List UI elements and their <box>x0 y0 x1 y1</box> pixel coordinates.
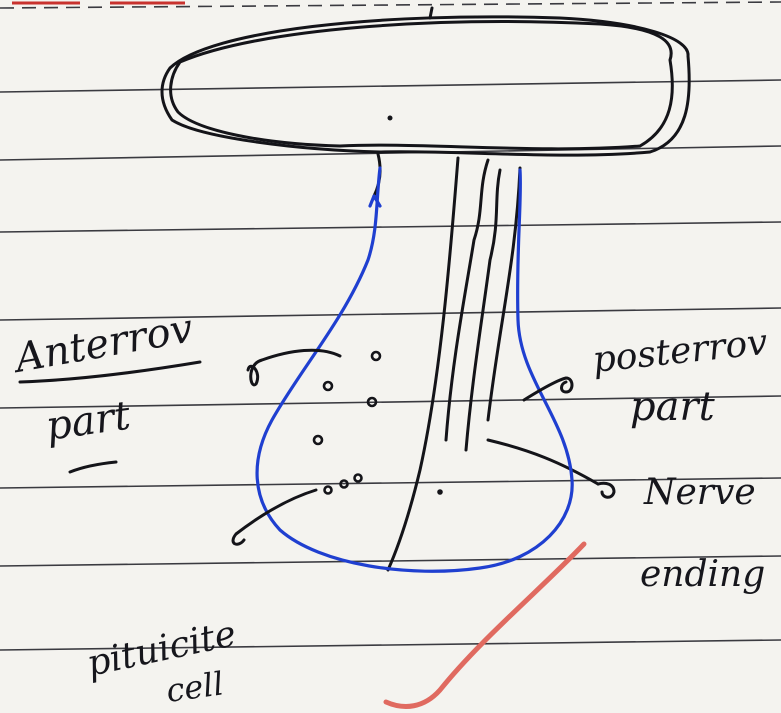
pituicyte-pointer <box>233 490 316 544</box>
label-anterior: Anterrov <box>8 305 197 382</box>
cell-dots <box>314 352 442 494</box>
posterior-pointer <box>524 378 572 400</box>
stalk-lines <box>374 154 598 570</box>
label-ending: ending <box>640 554 765 595</box>
label-anterior-part: part <box>43 392 134 449</box>
cap-dot <box>388 116 393 121</box>
anterior-pointer <box>248 350 340 385</box>
label-posterior-part: part <box>630 384 716 430</box>
rule-line <box>0 80 781 92</box>
hypothalamus-cap <box>162 8 689 155</box>
nerve-pointer <box>598 483 614 497</box>
part-underline <box>70 462 116 472</box>
label-nerve: Nerve <box>643 472 756 513</box>
label-posterior: posterrov <box>591 322 770 381</box>
rule-line <box>0 222 781 232</box>
label-cell: cell <box>164 664 226 710</box>
